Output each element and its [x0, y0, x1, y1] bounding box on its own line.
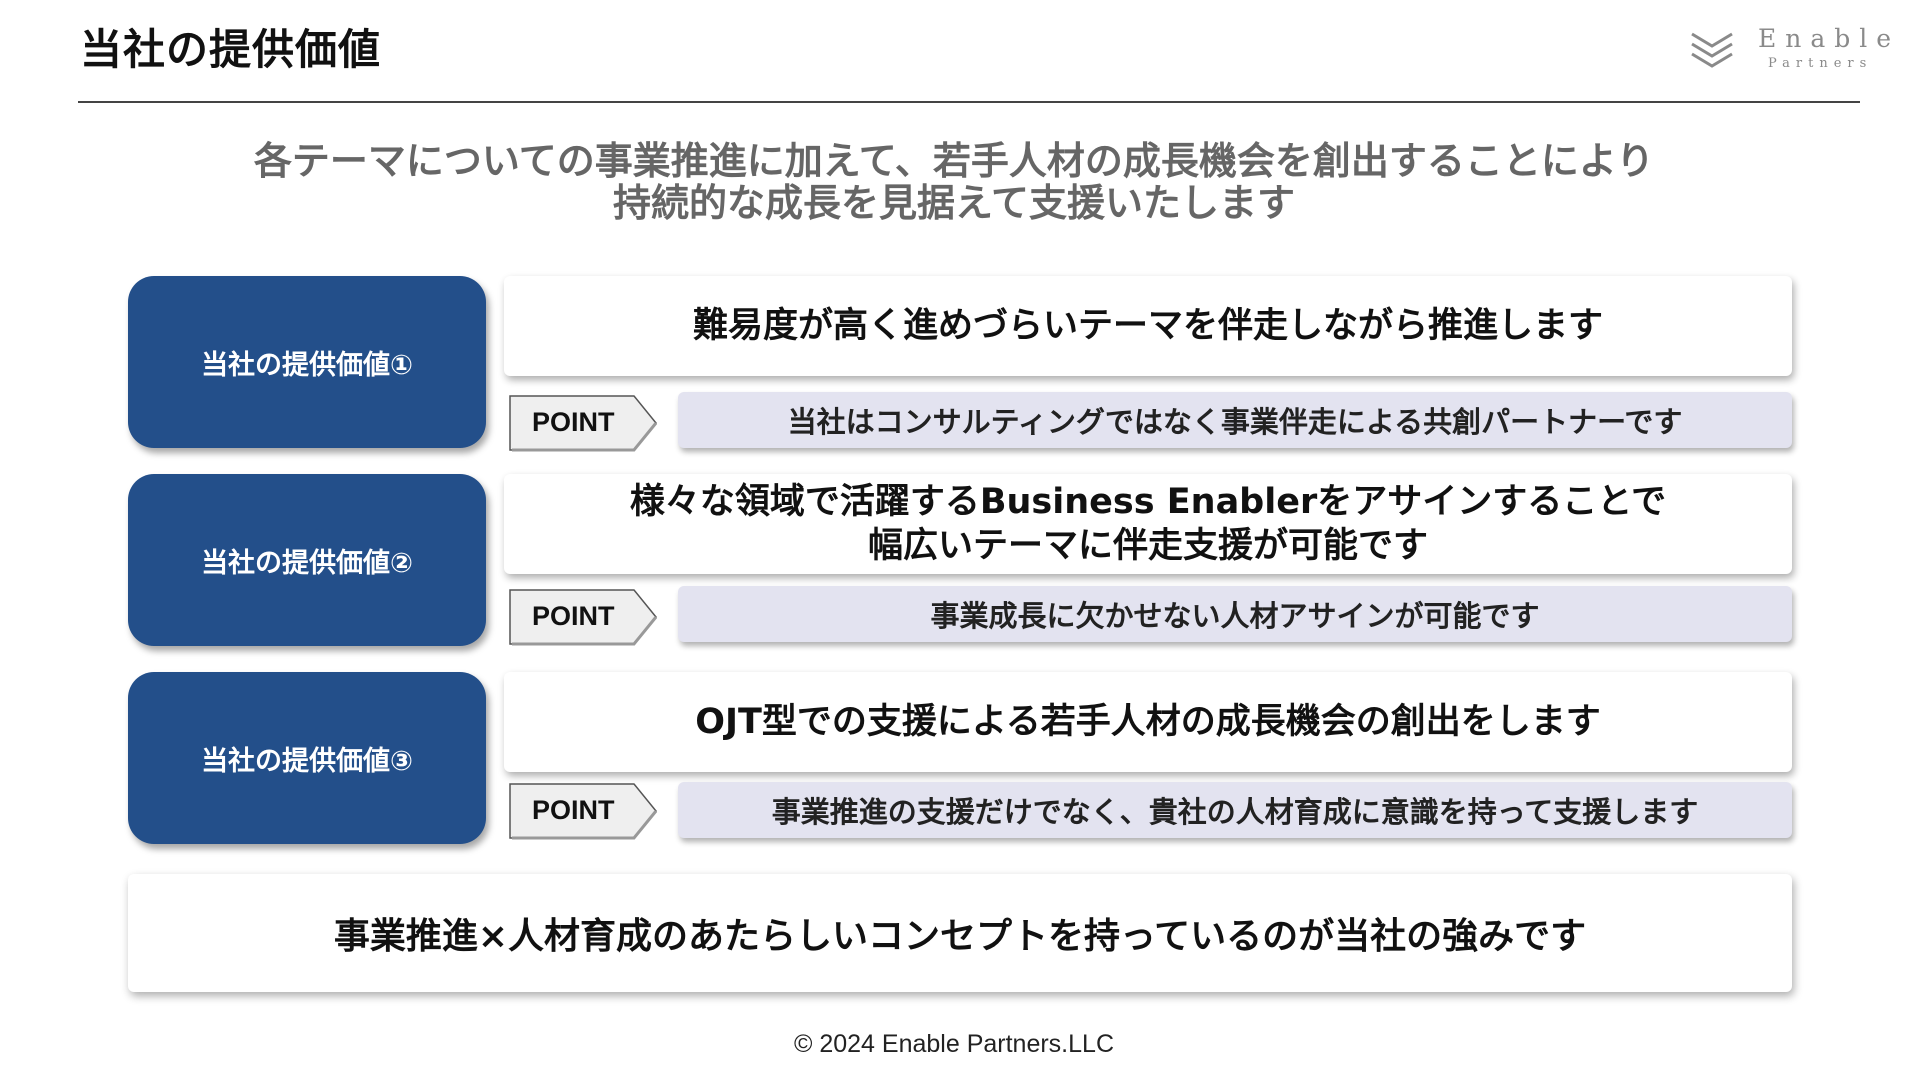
- value-badge-1: 当社の提供価値①: [128, 276, 486, 448]
- title-divider: [78, 101, 1860, 103]
- logo-name: Enable: [1758, 24, 1901, 53]
- company-logo: Enable Partners: [1688, 22, 1891, 82]
- point-arrow-shape: [509, 589, 658, 646]
- point-label-1: POINT: [532, 407, 615, 437]
- point-arrow-shape: [509, 395, 658, 452]
- point-tag-1: POINT: [506, 392, 662, 454]
- value-main-3-line-1: OJT型での支援による若手人材の成長機会の創出をします: [695, 702, 1601, 742]
- chevron-stack-icon: [1691, 32, 1733, 68]
- lead-line-2: 持続的な成長を見据えて支援いたします: [612, 181, 1296, 225]
- point-label-2: POINT: [532, 601, 615, 631]
- value-main-2-line-2: 幅広いテーマに伴走支援が可能です: [867, 526, 1428, 566]
- point-tag-3: POINT: [506, 780, 662, 842]
- logo-sub: Partners: [1768, 56, 1873, 71]
- value-main-1: 難易度が高く進めづらいテーマを伴走しながら推進します: [504, 276, 1792, 376]
- point-text-2: 事業成長に欠かせない人材アサインが可能です: [678, 586, 1792, 642]
- point-text-1: 当社はコンサルティングではなく事業伴走による共創パートナーです: [678, 392, 1792, 448]
- value-main-2-line-1: 様々な領域で活躍するBusiness Enablerをアサインすることで: [629, 482, 1667, 522]
- point-text-3: 事業推進の支援だけでなく、貴社の人材育成に意識を持って支援します: [678, 782, 1792, 838]
- lead-message: 各テーマについての事業推進に加えて、若手人材の成長機会を創出することにより 持続…: [0, 140, 1908, 224]
- conclusion-box: 事業推進×人材育成のあたらしいコンセプトを持っているのが当社の強みです: [128, 874, 1792, 992]
- value-badge-2: 当社の提供価値②: [128, 474, 486, 646]
- point-label-3: POINT: [532, 795, 615, 825]
- value-badge-3: 当社の提供価値③: [128, 672, 486, 844]
- point-arrow-shape: [509, 783, 658, 840]
- value-main-3: OJT型での支援による若手人材の成長機会の創出をします: [504, 672, 1792, 772]
- page-title: 当社の提供価値: [80, 25, 382, 74]
- value-main-2: 様々な領域で活躍するBusiness Enablerをアサインすることで 幅広い…: [504, 474, 1792, 574]
- point-tag-2: POINT: [506, 586, 662, 648]
- value-main-1-line-1: 難易度が高く進めづらいテーマを伴走しながら推進します: [692, 306, 1603, 346]
- copyright-footer: © 2024 Enable Partners.LLC: [793, 1030, 1114, 1058]
- lead-line-1: 各テーマについての事業推進に加えて、若手人材の成長機会を創出することにより: [253, 139, 1655, 183]
